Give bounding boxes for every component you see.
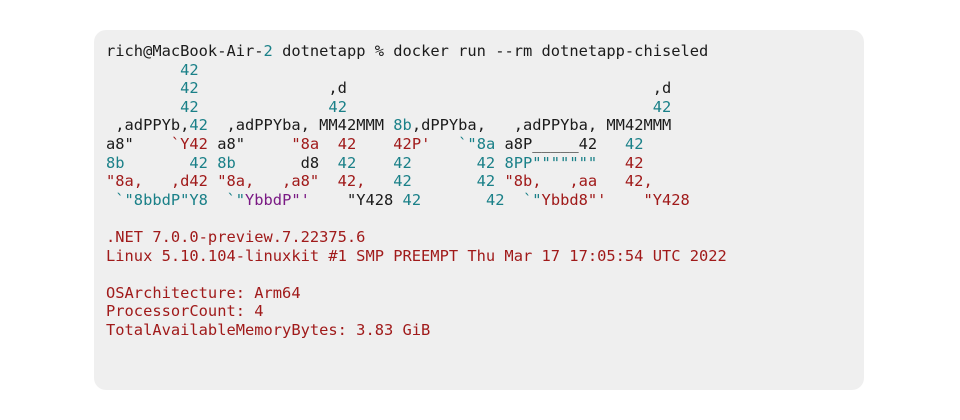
terminal-text: 42	[328, 97, 347, 116]
terminal-line: 8b 42 8b d8 42 42 42 8PP""""""" 42	[106, 154, 864, 173]
terminal-text: 42	[180, 97, 199, 116]
terminal-text: `"8bbdP"Y8 `"	[106, 190, 245, 209]
terminal-text: "Y428	[309, 190, 403, 209]
terminal-text: 42 42	[365, 172, 505, 191]
terminal-text	[199, 98, 329, 116]
terminal-line: TotalAvailableMemoryBytes: 3.83 GiB	[106, 321, 864, 340]
terminal-text: a8"	[207, 134, 246, 153]
terminal-line: 42 ,d ,d	[106, 79, 864, 98]
terminal-text: 42	[624, 153, 644, 172]
terminal-text: 8b 42 8b	[106, 153, 301, 172]
terminal-text: ,adPPYba, MM42MMM	[207, 116, 394, 135]
terminal-line: 42 42 42	[106, 98, 864, 117]
terminal-text: 42	[189, 116, 208, 135]
terminal-text: rich@MacBook-Air-	[106, 42, 264, 60]
terminal-line: a8" `Y42 a8" "8a 42 42P' `"8a a8P_____42…	[106, 135, 864, 154]
terminal-text: 2	[263, 42, 273, 60]
terminal-output: rich@MacBook-Air-2 dotnetapp % docker ru…	[94, 30, 864, 390]
terminal-line: `"8bbdP"Y8 `"YbbdP"' "Y428 42 42 `"Ybbd8…	[106, 191, 864, 210]
terminal-text: 42	[180, 79, 199, 98]
terminal-text: d8	[300, 153, 320, 172]
terminal-text: ,dPPYba, ,adPPYba, MM42MMM	[411, 116, 672, 135]
terminal-text: "8b, ,aa 42,	[504, 172, 653, 191]
terminal-line: ,adPPYb,42 ,adPPYba, MM42MMM 8b,dPPYba, …	[106, 116, 864, 135]
terminal-text: Ybbd8"'	[541, 190, 607, 209]
terminal-line	[106, 265, 864, 284]
terminal-line: 42	[106, 61, 864, 80]
terminal-text: dotnetapp % docker run --rm dotnetapp-ch…	[272, 42, 709, 60]
terminal-text: ProcessorCount: 4	[106, 302, 264, 321]
terminal-text: `"8a	[430, 134, 505, 153]
terminal-text	[106, 61, 180, 79]
terminal-line: "8a, ,d42 "8a, ,a8" 42, 42 42 "8b, ,aa 4…	[106, 172, 864, 191]
terminal-text: 42	[652, 97, 672, 116]
terminal-text: 8b	[393, 116, 412, 135]
terminal-text: OSArchitecture: Arm64	[106, 283, 301, 302]
terminal-line: rich@MacBook-Air-2 dotnetapp % docker ru…	[106, 42, 864, 61]
terminal-text	[106, 98, 180, 116]
terminal-text	[347, 98, 653, 116]
terminal-line: .NET 7.0.0-preview.7.22375.6	[106, 228, 864, 247]
terminal-text: 42 42 42 8PP"""""""	[319, 153, 625, 172]
terminal-text: YbbdP"'	[245, 190, 310, 209]
terminal-text: "8a, ,d42 "8a, ,a8" 42,	[106, 172, 366, 191]
terminal-line: Linux 5.10.104-linuxkit #1 SMP PREEMPT T…	[106, 247, 864, 266]
terminal-text: "8a 42 42P'	[245, 134, 431, 153]
terminal-text: TotalAvailableMemoryBytes: 3.83 GiB	[106, 320, 431, 339]
terminal-text: `Y42	[133, 134, 208, 153]
terminal-text: Linux 5.10.104-linuxkit #1 SMP PREEMPT T…	[106, 246, 727, 265]
terminal-line	[106, 209, 864, 228]
terminal-line: ProcessorCount: 4	[106, 302, 864, 321]
terminal-text	[106, 79, 180, 97]
terminal-text: ,d ,d	[198, 79, 672, 98]
terminal-text: a8P_____42	[504, 134, 625, 153]
terminal-text: ,adPPYb,	[106, 116, 190, 135]
terminal-text: 42 42 `"	[402, 190, 542, 209]
terminal-text: 42	[180, 60, 199, 79]
terminal-text: 42	[624, 134, 644, 153]
terminal-text: "Y428	[606, 190, 690, 209]
terminal-line: OSArchitecture: Arm64	[106, 284, 864, 303]
terminal-text: a8"	[106, 134, 134, 153]
terminal-text: .NET 7.0.0-preview.7.22375.6	[106, 227, 366, 246]
